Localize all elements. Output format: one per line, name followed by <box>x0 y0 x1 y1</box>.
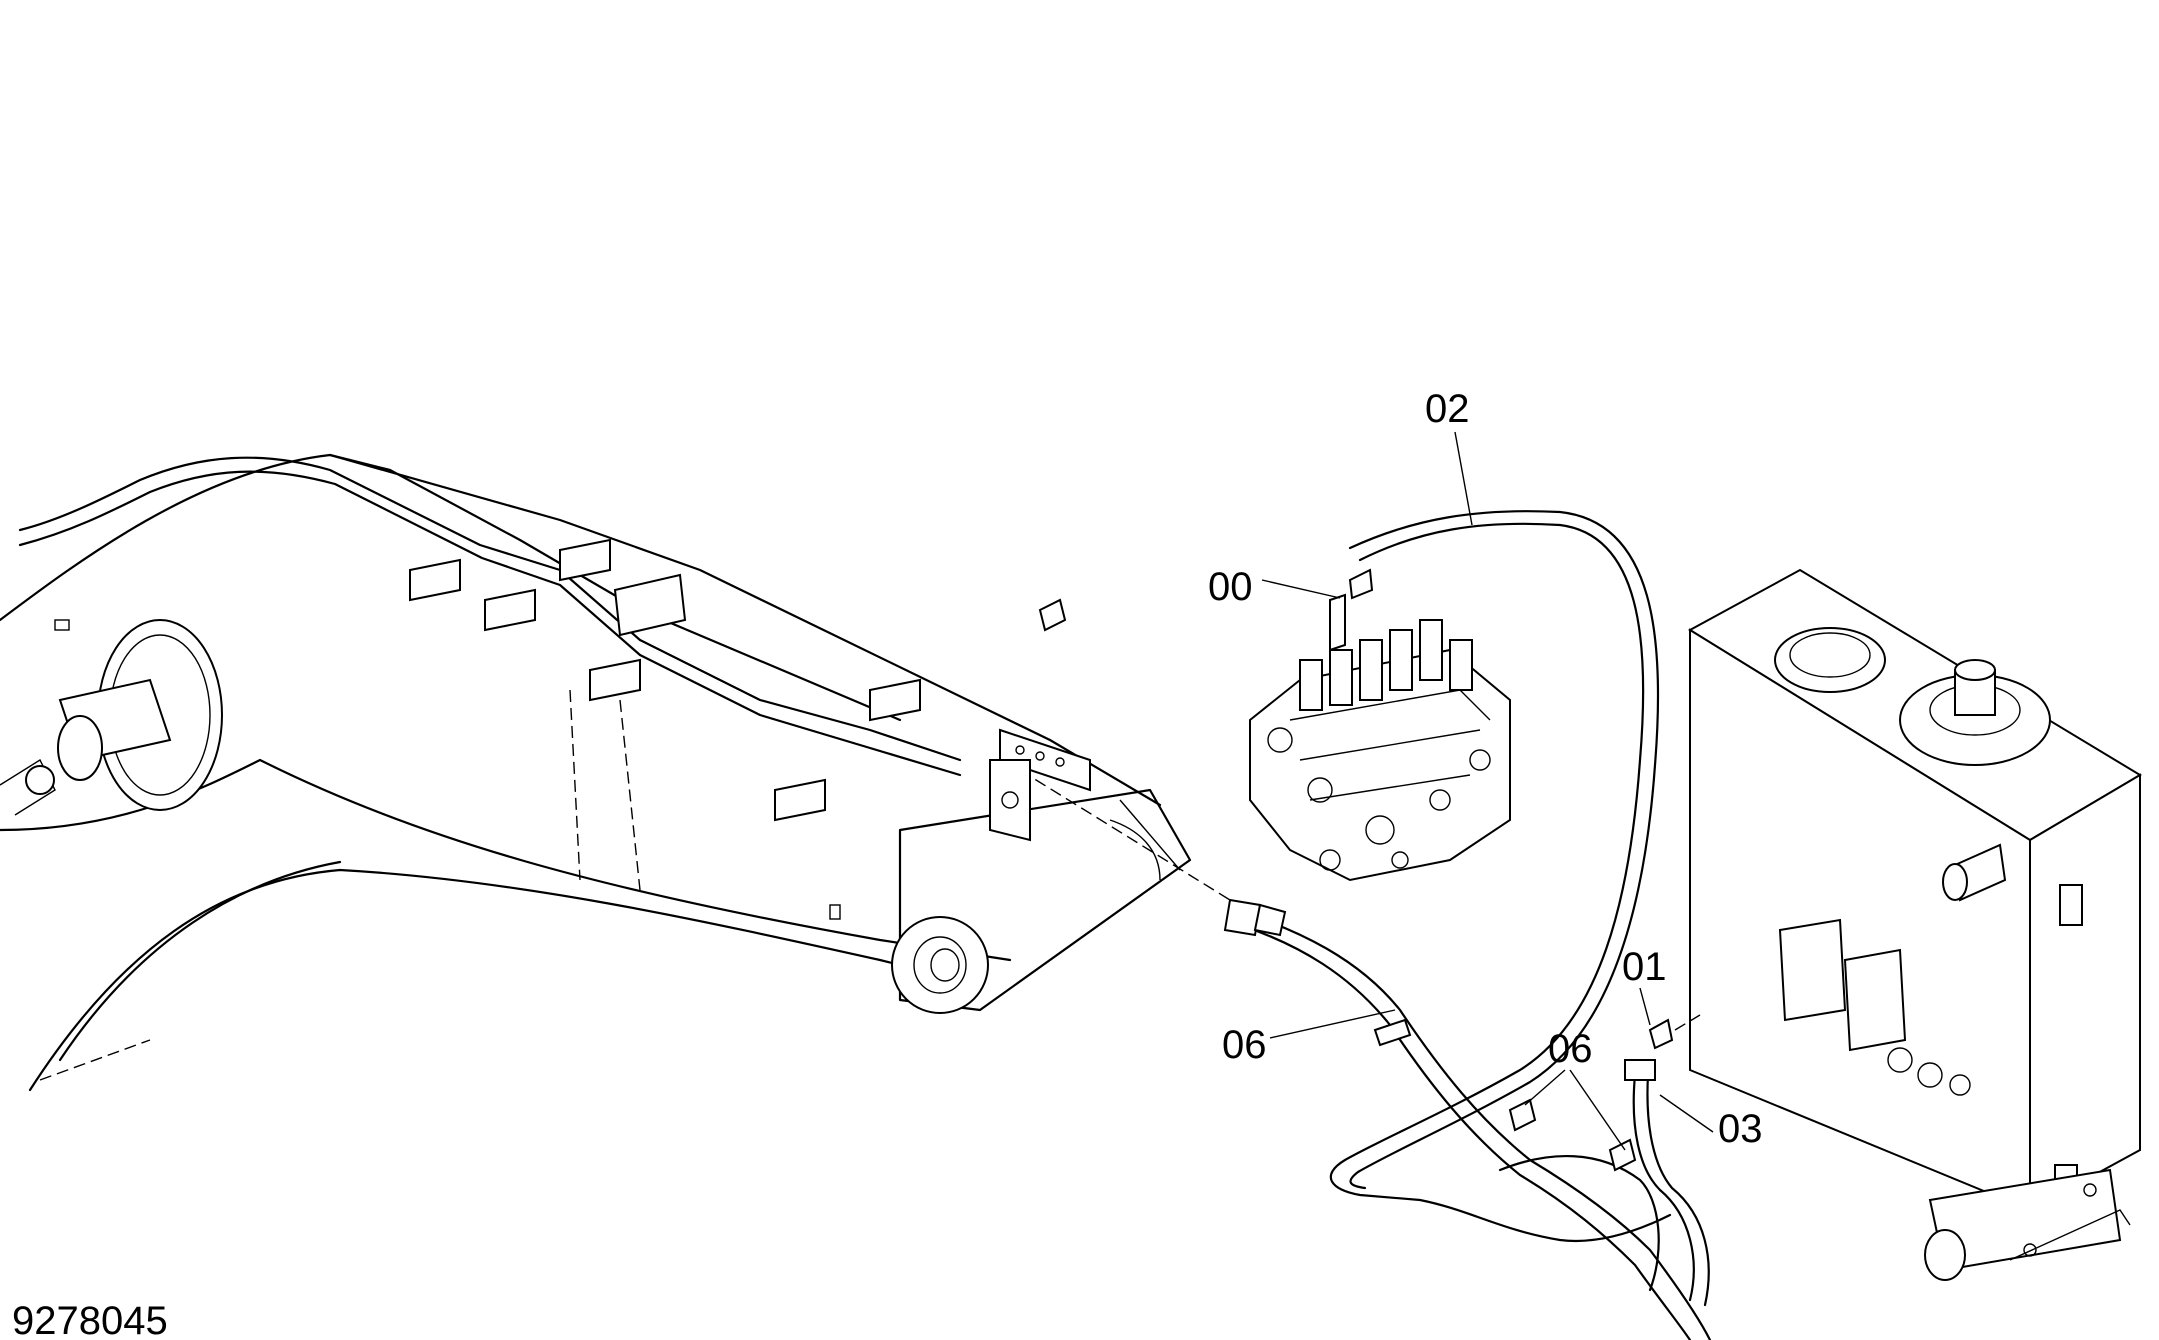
callout-01: 01 <box>1622 945 1667 989</box>
leader-lines <box>1261 431 1714 1151</box>
callout-00: 00 <box>1208 565 1253 609</box>
control-valve <box>1038 568 1511 882</box>
callout-06-right: 06 <box>1548 1027 1593 1071</box>
boom-assembly <box>0 453 1231 1092</box>
callout-02: 02 <box>1425 387 1470 431</box>
hydraulic-tank <box>1688 568 2142 1281</box>
callout-06-left: 06 <box>1222 1023 1267 1067</box>
drawing-number: 9278045 <box>12 1299 168 1340</box>
hose-assembly <box>1223 510 1712 1340</box>
boom-clamps <box>409 538 1091 842</box>
callout-03: 03 <box>1718 1107 1763 1151</box>
fitting-01 <box>1648 1014 1701 1050</box>
